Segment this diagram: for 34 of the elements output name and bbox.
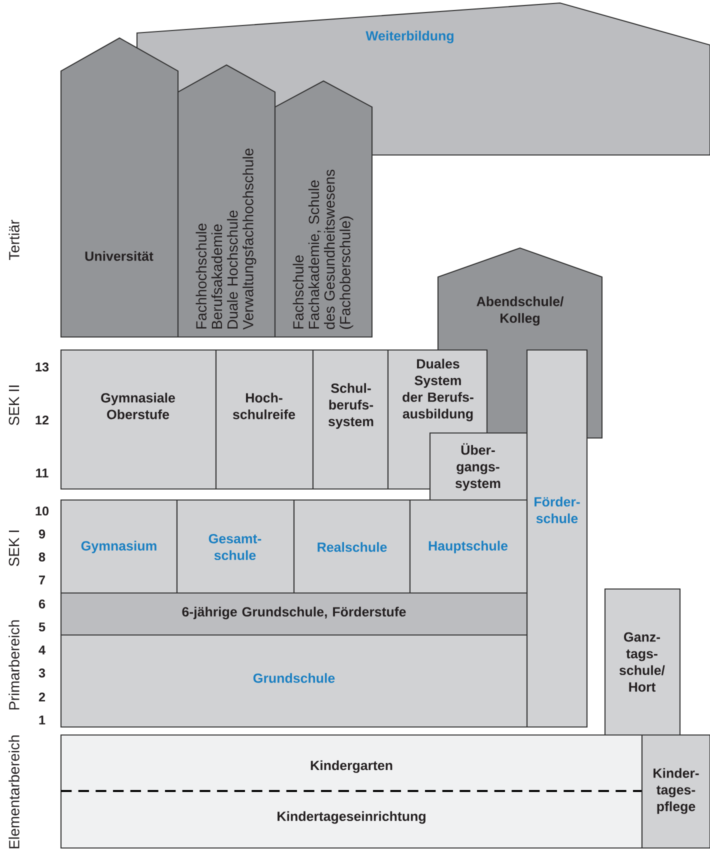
grade-number: 12 <box>36 416 49 424</box>
axis-label: SEK I <box>8 530 20 566</box>
school-box: Gymnasiale Oberstufe <box>60 349 217 490</box>
house-box: Universität <box>60 37 179 338</box>
axis-label: Tertiär <box>8 220 20 260</box>
grade-number: 8 <box>38 552 46 562</box>
grade-number: 2 <box>38 692 46 702</box>
school-box: Über- gangs- system <box>429 432 528 501</box>
school-box: Gesamt- schule <box>176 499 295 594</box>
house-box: Fachschule Fachakademie, Schule des Gesundheitswesens (Fachoberschule) <box>274 80 373 338</box>
school-box: Gymnasium <box>60 499 178 594</box>
axis-label: Primarbereich <box>8 620 20 710</box>
grade-number: 5 <box>38 622 46 632</box>
school-box: Kindergarten Kindertageseinrichtung <box>60 734 643 849</box>
grade-number: 13 <box>36 362 49 372</box>
grade-number: 3 <box>38 668 46 678</box>
grade-number: 11 <box>36 468 48 478</box>
house-box: Fachhochschule Berufsakademie Duale Hochschule Verwaltungsfachhochschule <box>177 64 276 338</box>
school-box: Grundschule <box>60 634 528 728</box>
grade-number: 9 <box>38 530 46 538</box>
axis-label: Elementarbereich <box>8 736 20 848</box>
grade-number: 6 <box>38 600 46 608</box>
school-box: Realschule <box>293 499 411 594</box>
school-box: 6-jährige Grundschule, Förderstufe <box>60 592 528 636</box>
grade-number: 10 <box>36 506 49 516</box>
school-box: Kinder- tages- pflege <box>641 734 710 849</box>
grade-number: 7 <box>39 576 45 584</box>
axis-label: SEK II <box>8 386 20 426</box>
grade-number: 1 <box>39 716 46 724</box>
school-box: Ganz- tags- schule/ Hort <box>604 588 681 736</box>
school-box: Schul- berufs- system <box>312 349 389 490</box>
school-box: Hauptschule <box>409 499 528 594</box>
grade-number: 4 <box>38 646 46 654</box>
school-box: Hoch- schulreife <box>215 349 314 490</box>
